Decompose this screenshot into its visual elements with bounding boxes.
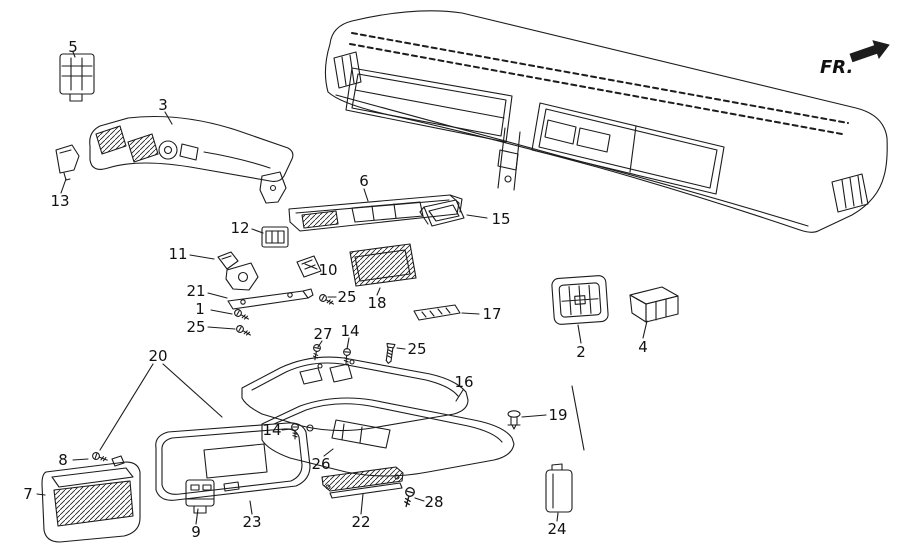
part-2-drawing xyxy=(551,275,609,325)
leader-lines xyxy=(36,51,648,525)
part-7-drawing xyxy=(41,461,141,543)
part-10-drawing xyxy=(296,255,322,278)
part-21-drawing xyxy=(227,288,314,310)
fr-direction-indicator: FR. xyxy=(820,40,890,78)
part-13-drawing xyxy=(55,144,80,181)
part-22-drawing xyxy=(321,466,404,499)
part-12-drawing xyxy=(261,226,289,248)
part-15-drawing xyxy=(419,199,465,227)
part-4-drawing xyxy=(629,286,679,323)
part-6-drawing xyxy=(288,194,463,232)
part-16-drawing xyxy=(261,397,515,477)
fr-label: FR. xyxy=(820,57,853,78)
dashboard-panel-drawing xyxy=(324,10,888,233)
part-18-drawing xyxy=(349,243,417,287)
part-11-drawing xyxy=(217,251,259,291)
part-24-drawing xyxy=(545,463,573,513)
part-20-assembly-drawing xyxy=(241,356,469,432)
fr-arrow-icon xyxy=(849,40,890,63)
part-23-drawing xyxy=(155,422,311,501)
part-5-drawing xyxy=(59,53,95,102)
part-3-drawing xyxy=(89,115,294,204)
part-19-drawing xyxy=(507,410,521,430)
part-17-drawing xyxy=(413,304,461,321)
